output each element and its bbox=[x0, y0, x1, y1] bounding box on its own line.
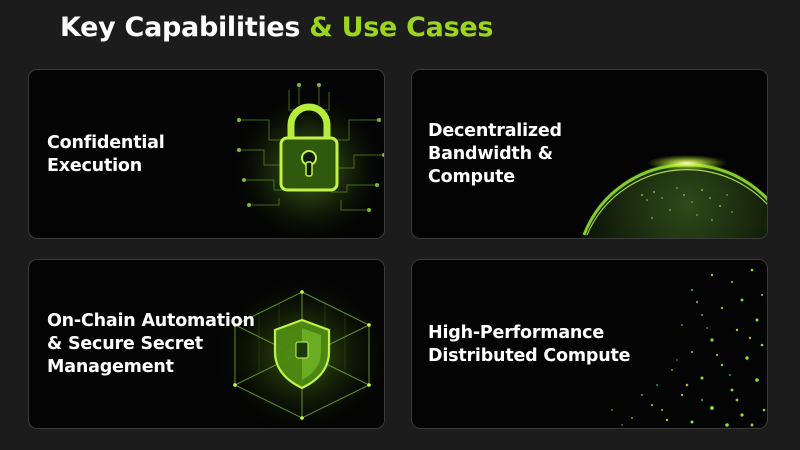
title-accent: & Use Cases bbox=[309, 12, 494, 43]
card-label-line: Bandwidth & bbox=[428, 144, 553, 164]
card-label-line: On-Chain Automation bbox=[47, 311, 255, 331]
card-label-line: Compute bbox=[428, 167, 515, 187]
card-label-line: Distributed Compute bbox=[428, 346, 631, 366]
card-label-line: Confidential bbox=[47, 133, 165, 153]
card-label-line: High-Performance bbox=[428, 323, 605, 343]
card-label-line: Decentralized bbox=[428, 121, 562, 141]
particle-field-icon bbox=[611, 268, 766, 427]
page-title: Key Capabilities & Use Cases bbox=[60, 12, 493, 43]
padlock-circuit-icon bbox=[229, 80, 384, 238]
card-label-line: Execution bbox=[47, 156, 142, 176]
shield-cube-icon bbox=[219, 280, 384, 428]
card-label-line: & Secure Secret bbox=[47, 334, 203, 354]
glowing-earth-horizon-icon bbox=[582, 155, 767, 238]
card-label-line: Management bbox=[47, 357, 174, 377]
title-main: Key Capabilities bbox=[60, 12, 301, 43]
